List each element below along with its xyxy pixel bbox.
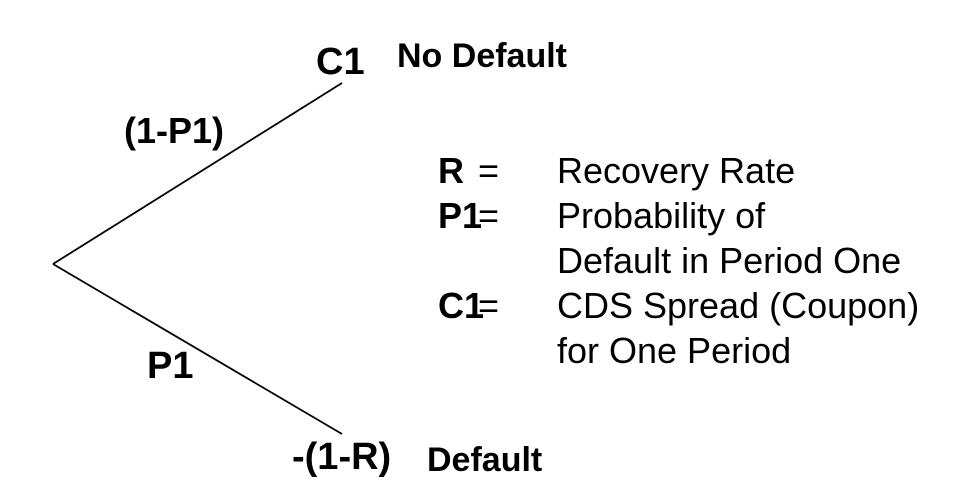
upper-branch-line bbox=[52, 82, 343, 265]
upper-probability-label: (1-P1) bbox=[124, 110, 225, 151]
legend-definition-c1-line2: for One Period bbox=[557, 330, 792, 371]
legend: R = Recovery Rate P1 = Probability of De… bbox=[438, 148, 919, 373]
lower-probability-label: P1 bbox=[147, 345, 194, 387]
legend-equals-c1: = bbox=[478, 285, 500, 326]
legend-definition-p1-line1: Probability of bbox=[557, 195, 766, 236]
legend-term-c1: C1 bbox=[438, 285, 485, 326]
lower-payoff-label: -(1-R) bbox=[292, 436, 392, 478]
legend-equals-p1: = bbox=[478, 195, 500, 236]
legend-term-p1: P1 bbox=[438, 195, 483, 236]
upper-payoff-label: C1 bbox=[316, 41, 365, 83]
legend-equals-r: = bbox=[478, 150, 500, 191]
legend-definition-p1-line2: Default in Period One bbox=[557, 240, 902, 281]
legend-term-r: R bbox=[438, 150, 464, 191]
legend-definition-r: Recovery Rate bbox=[557, 150, 796, 191]
upper-outcome-label: No Default bbox=[397, 37, 567, 75]
lower-branch-line bbox=[52, 263, 343, 435]
lower-outcome-label: Default bbox=[427, 441, 543, 479]
legend-definition-c1-line1: CDS Spread (Coupon) bbox=[557, 285, 920, 326]
